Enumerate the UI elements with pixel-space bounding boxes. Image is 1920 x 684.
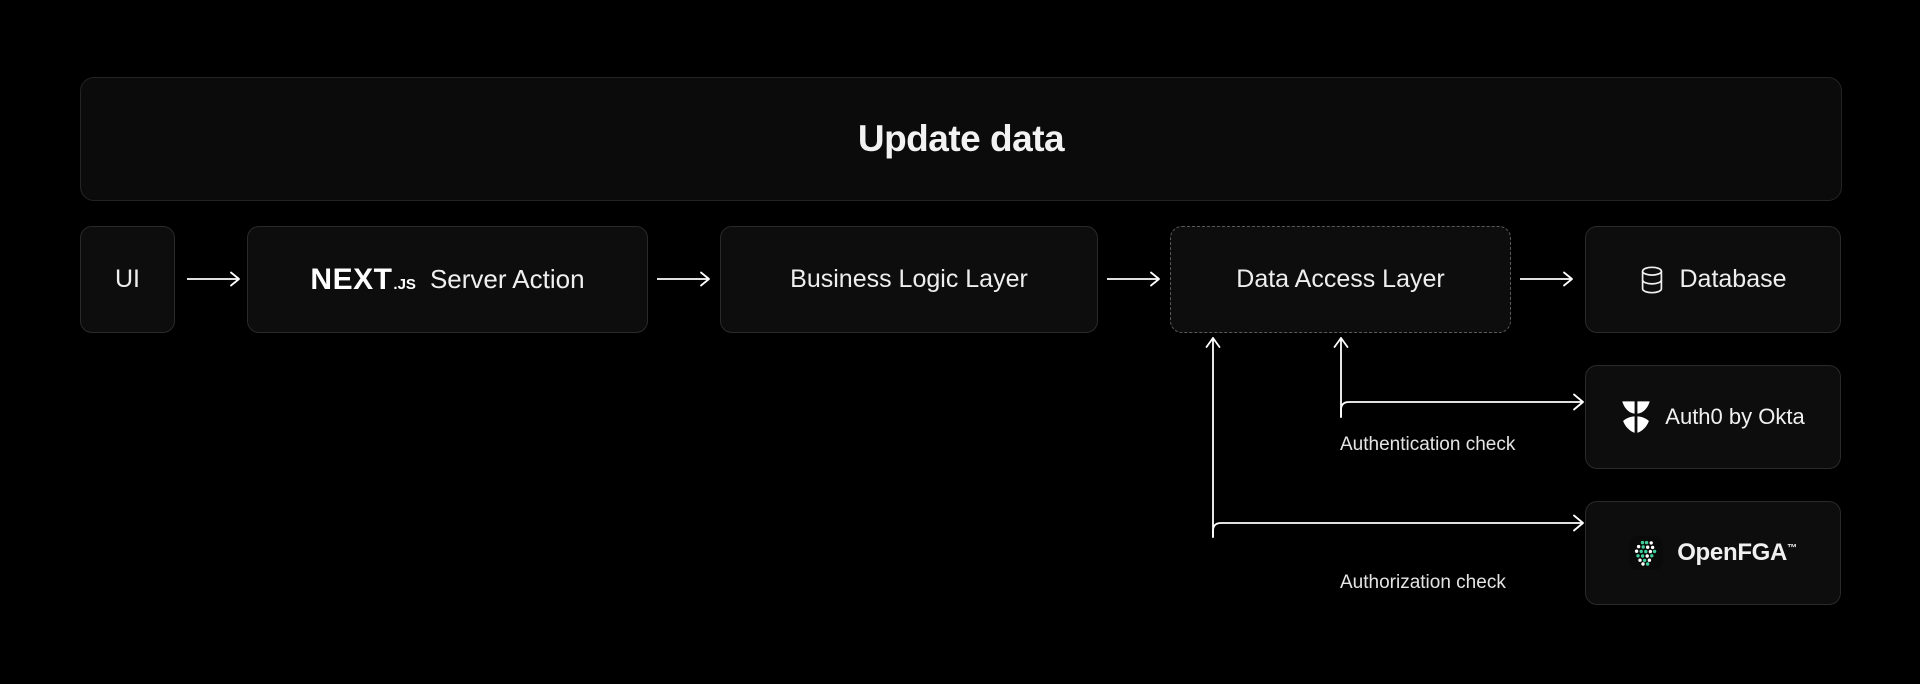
nextjs-logo-icon: NEXT.JS xyxy=(310,263,416,297)
node-data-access-layer-label: Data Access Layer xyxy=(1236,265,1445,293)
flow-arrow-business-to-data-access-layer xyxy=(1105,265,1171,293)
connector-label-authorization-check: Authorization check xyxy=(1340,572,1506,593)
node-ui[interactable]: UI xyxy=(80,226,175,333)
node-openfga-label: OpenFGA™ xyxy=(1677,539,1797,566)
node-openfga[interactable]: OpenFGA™ xyxy=(1585,501,1841,605)
connector-group-auth-checks xyxy=(1180,333,1600,583)
nextjs-suffix: .JS xyxy=(393,275,416,293)
openfga-dots-icon xyxy=(1629,536,1664,570)
connector-label-authentication-check: Authentication check xyxy=(1340,434,1516,455)
trademark-symbol: ™ xyxy=(1787,543,1797,554)
connector-authentication-check xyxy=(1333,337,1584,418)
database-icon xyxy=(1639,265,1665,294)
header-banner: Update data xyxy=(80,77,1842,201)
page-title: Update data xyxy=(857,118,1065,159)
node-auth0[interactable]: Auth0 by Okta xyxy=(1585,365,1841,469)
node-auth0-label: Auth0 by Okta xyxy=(1665,404,1805,429)
node-business-logic-layer-label: Business Logic Layer xyxy=(790,265,1028,293)
nextjs-wordmark: NEXT xyxy=(310,262,393,296)
flow-arrow-ui-to-server-action xyxy=(185,265,251,293)
node-business-logic-layer[interactable]: Business Logic Layer xyxy=(720,226,1098,333)
node-ui-label: UI xyxy=(115,265,140,293)
node-database[interactable]: Database xyxy=(1585,226,1841,333)
auth0-shield-icon xyxy=(1621,400,1651,434)
node-database-label: Database xyxy=(1679,265,1787,293)
flow-arrow-data-access-layer-to-database xyxy=(1518,265,1584,293)
node-data-access-layer[interactable]: Data Access Layer xyxy=(1170,226,1511,333)
node-server-action[interactable]: NEXT.JS Server Action xyxy=(247,226,648,333)
flow-arrow-server-action-to-business xyxy=(655,265,721,293)
node-server-action-label: Server Action xyxy=(429,264,585,294)
